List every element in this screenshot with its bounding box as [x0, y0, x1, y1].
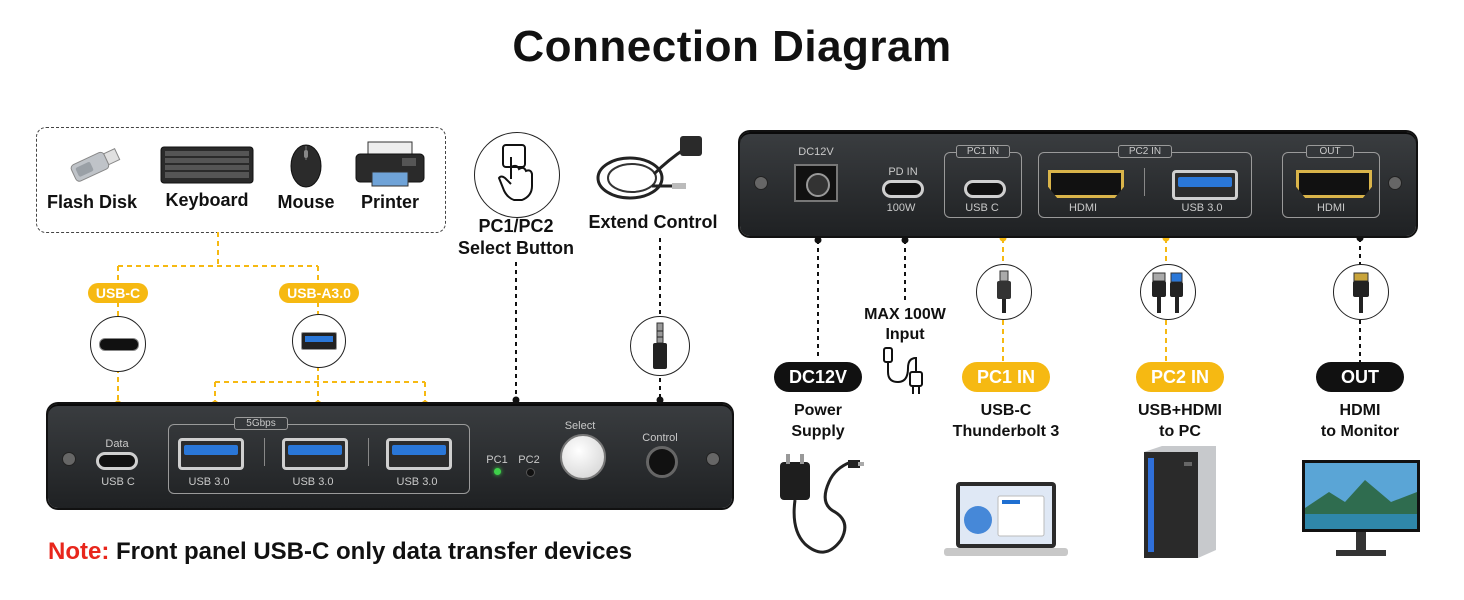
control-label: Control	[642, 432, 678, 444]
dc12v-tag: DC12V	[774, 362, 862, 392]
out-hdmi-port	[1296, 170, 1372, 198]
printer-icon	[355, 141, 425, 187]
front-usb-a-port-3	[386, 438, 452, 470]
select-button-label-2: Select Button	[457, 238, 574, 258]
usb-c-port-circle	[90, 316, 146, 372]
pc2-indicator-label: PC2	[518, 454, 540, 466]
dc-power-port	[794, 164, 838, 202]
front-usb-a-port-2	[282, 438, 348, 470]
power-adapter-icon	[780, 454, 864, 554]
hdmi-cable-circle	[1333, 264, 1389, 320]
front-usb-c-port	[96, 452, 138, 470]
max-input-line-1: MAX 100W	[864, 306, 946, 323]
pd-usb-c-port	[882, 180, 924, 198]
flash-disk-label: Flash Disk	[46, 192, 138, 212]
mouse-label: Mouse	[277, 192, 335, 212]
pc2-label-2: to PC	[1159, 423, 1201, 440]
out-port-label: OUT	[1306, 145, 1354, 158]
screw-icon	[1388, 176, 1402, 190]
dc12v-port-label: DC12V	[798, 146, 834, 158]
pd-100w-label: 100W	[886, 202, 916, 214]
select-label: Select	[564, 420, 596, 432]
pc2-in-port-label: PC2 IN	[1118, 145, 1172, 158]
front-usb-a-label-1: USB 3.0	[188, 476, 230, 488]
extend-control-cable-icon	[596, 136, 702, 200]
printer-label: Printer	[360, 192, 420, 212]
pc1-led	[494, 468, 501, 475]
page-title: Connection Diagram	[512, 22, 952, 71]
pc1-usb-c-label: USB C	[965, 202, 999, 214]
pc1-label-1: USB-C	[980, 402, 1032, 419]
usb-a-port-circle	[292, 314, 346, 368]
flash-disk-icon	[70, 148, 121, 182]
usb-a-tag: USB-A3.0	[279, 283, 359, 303]
out-hdmi-label: HDMI	[1316, 202, 1346, 214]
pc1-usb-c-port	[964, 180, 1006, 198]
peripheral-devices-box	[36, 127, 446, 233]
usb-a-port-icon	[301, 332, 337, 350]
laptop-icon	[944, 482, 1068, 556]
pc1-in-tag: PC1 IN	[962, 362, 1050, 392]
usb-c-tag: USB-C	[88, 283, 148, 303]
screw-icon	[62, 452, 76, 466]
front-usb-c-label: USB C	[101, 476, 135, 488]
usb-c-port-icon	[99, 338, 139, 351]
mouse-icon	[290, 144, 322, 188]
pc2-in-tag: PC2 IN	[1136, 362, 1224, 392]
rear-panel: DC12V PD IN 100W PC1 IN USB C PC2 IN HDM…	[740, 132, 1416, 236]
pd-in-label: PD IN	[888, 166, 918, 178]
front-usb-a-port-1	[178, 438, 244, 470]
pc2-usb30-label: USB 3.0	[1181, 202, 1223, 214]
pc1-indicator-label: PC1	[486, 454, 508, 466]
keyboard-label: Keyboard	[165, 190, 249, 210]
usb-c-charger-cable-icon	[883, 347, 923, 394]
jack-plug-circle	[630, 316, 690, 376]
pc1-label-2: Thunderbolt 3	[952, 423, 1060, 440]
keyboard-icon	[160, 146, 254, 184]
monitor-icon	[1302, 460, 1420, 556]
usb-hdmi-cable-icon	[1152, 272, 1183, 313]
power-label-1: Power	[793, 402, 842, 419]
hdmi-cable-icon	[1353, 272, 1369, 313]
front-usb-a-label-3: USB 3.0	[396, 476, 438, 488]
front-usb-a-label-2: USB 3.0	[292, 476, 334, 488]
note-label: Note:	[48, 538, 110, 565]
pc2-hdmi-port	[1048, 170, 1124, 198]
screw-icon	[706, 452, 720, 466]
audio-jack-icon	[653, 322, 667, 369]
pc2-usb-a-port	[1172, 170, 1238, 200]
data-port-label: Data	[105, 438, 129, 450]
pc2-hdmi-label: HDMI	[1068, 202, 1098, 214]
out-label-1: HDMI	[1339, 402, 1381, 419]
speed-label: 5Gbps	[234, 417, 288, 430]
hand-press-icon	[497, 144, 533, 201]
usb-c-cable-circle	[976, 264, 1032, 320]
select-button-circle	[474, 132, 560, 218]
pc2-label-1: USB+HDMI	[1137, 402, 1222, 419]
screw-icon	[754, 176, 768, 190]
pc1-in-port-label: PC1 IN	[956, 145, 1010, 158]
out-tag: OUT	[1316, 362, 1404, 392]
pc2-led	[526, 468, 535, 477]
front-panel: Data USB C 5Gbps USB 3.0 USB 3.0 USB 3.0…	[48, 404, 732, 508]
pc-tower-icon	[1144, 446, 1216, 558]
select-button-label-1: PC1/PC2	[478, 216, 554, 236]
usb-hdmi-cable-circle	[1140, 264, 1196, 320]
out-label-2: to Monitor	[1320, 423, 1400, 440]
control-jack	[646, 446, 678, 478]
extend-control-label: Extend Control	[588, 212, 718, 232]
max-input-line-2: Input	[885, 326, 925, 343]
power-label-2: Supply	[791, 423, 845, 440]
usb-c-cable-icon	[997, 270, 1011, 313]
note-text: Front panel USB-C only data transfer dev…	[109, 538, 633, 565]
select-button[interactable]	[560, 434, 606, 480]
usb30-group-frame	[168, 424, 470, 494]
note: Note: Front panel USB-C only data transf…	[48, 538, 632, 566]
